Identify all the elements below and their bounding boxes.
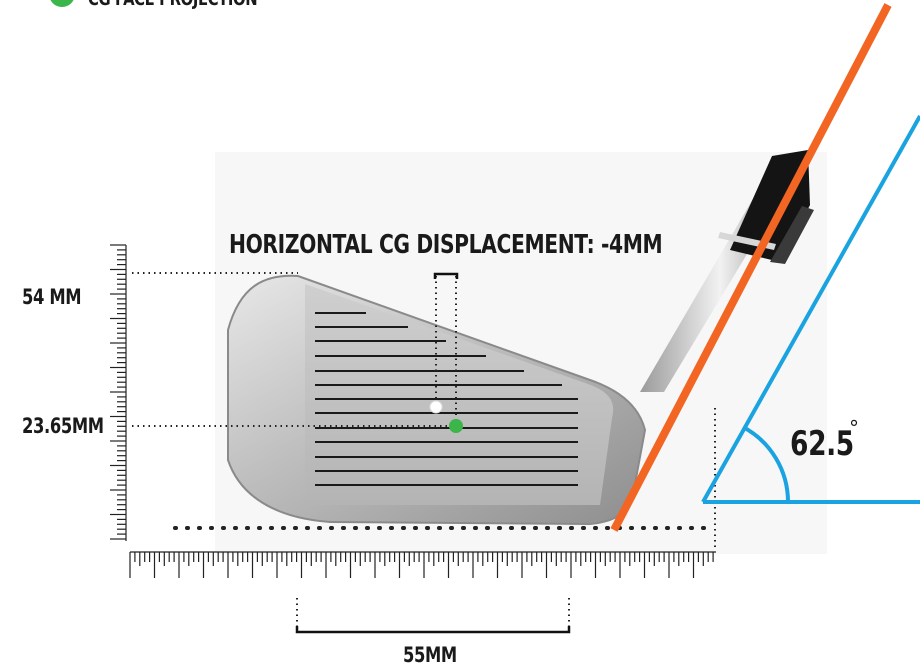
legend-label: CG FACE PROJECTION bbox=[88, 0, 258, 10]
horizontal-cg-title: HORIZONTAL CG DISPLACEMENT: -4MM bbox=[229, 230, 663, 260]
shaft-axis-line bbox=[610, 3, 892, 532]
lie-angle-value: 62.5 bbox=[790, 424, 854, 464]
width-bracket bbox=[295, 626, 571, 634]
vertical-ruler bbox=[110, 244, 127, 541]
horizontal-ruler bbox=[129, 551, 716, 578]
face-width-label: 55MM bbox=[403, 643, 457, 667]
degree-symbol: ° bbox=[849, 416, 859, 440]
club-shaft bbox=[640, 150, 814, 392]
cg-height-label: 23.65MM bbox=[22, 414, 104, 438]
legend-marker-icon bbox=[50, 0, 74, 7]
face-center-point bbox=[429, 400, 443, 414]
height-label: 54 MM bbox=[22, 285, 82, 309]
club-face bbox=[305, 284, 614, 505]
score-lines bbox=[315, 312, 578, 486]
cg-offset-bracket bbox=[433, 272, 459, 279]
lie-angle-lines bbox=[701, 115, 920, 504]
cg-point bbox=[449, 419, 463, 433]
